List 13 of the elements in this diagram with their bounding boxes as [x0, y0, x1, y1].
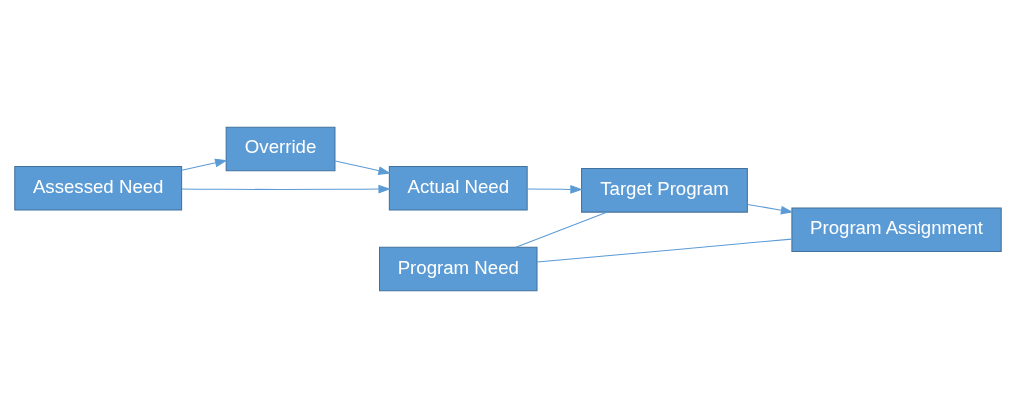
arrow	[746, 203, 793, 214]
node-box: Program Need	[378, 246, 538, 291]
node-box: Assessed Need	[13, 165, 182, 211]
node-box: Override	[225, 126, 335, 171]
arrow	[180, 184, 391, 193]
node-box: Program Assignment	[790, 206, 1002, 252]
node-box: Actual Need	[388, 165, 528, 211]
arrow	[526, 184, 583, 194]
arrow	[180, 158, 227, 171]
connector	[536, 238, 792, 263]
arrow	[334, 159, 391, 175]
node-box: Target Program	[580, 167, 748, 213]
connector	[514, 211, 607, 248]
